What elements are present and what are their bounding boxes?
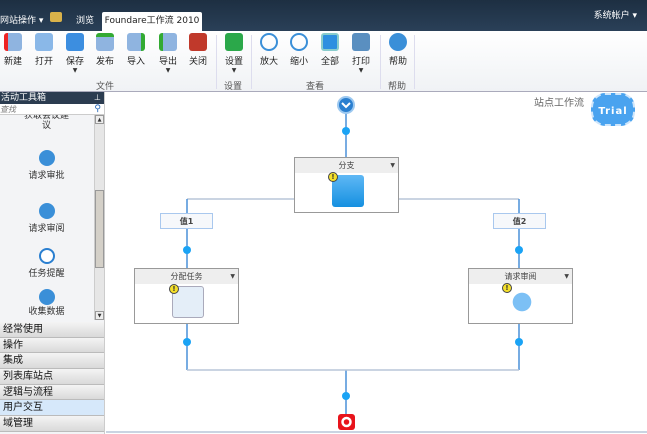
help-button[interactable]: 帮助 — [383, 33, 413, 67]
node-branch[interactable]: 分支▼ ! — [294, 157, 399, 213]
group-view: 查看 — [306, 82, 325, 92]
settings-button[interactable]: 设置▼ — [219, 33, 249, 74]
collect-data-icon — [38, 289, 55, 305]
scroll-up-icon[interactable]: ▲ — [95, 115, 104, 124]
zoom-in-button[interactable]: 放大 — [254, 33, 284, 67]
category-domain-management[interactable]: 域管理 — [0, 416, 104, 432]
category-list: 经常使用 操作 集成 列表库站点 逻辑与流程 用户交互 域管理 — [0, 322, 104, 432]
help-icon — [389, 33, 407, 51]
connection-dots — [183, 127, 523, 400]
connector — [186, 199, 520, 414]
warning-icon: ! — [502, 283, 512, 293]
divider — [251, 35, 252, 89]
activity-toolbox: 活动工具箱⊥ ⚲ 获取会议建议 请求审批 请求审阅 任务提醒 收集数据 ▲ ▼ … — [0, 92, 105, 434]
node-menu-caret[interactable]: ▼ — [564, 273, 569, 280]
tool-collect-data[interactable]: 收集数据 — [0, 289, 93, 317]
stopwatch-icon — [38, 248, 55, 264]
print-button[interactable]: 打印▼ — [346, 33, 376, 74]
request-review-icon: ! — [502, 283, 538, 318]
close-button[interactable]: 关闭 — [183, 33, 213, 67]
export-icon — [159, 33, 177, 51]
open-button[interactable]: 打开 — [29, 33, 59, 67]
scroll-down-icon[interactable]: ▼ — [95, 311, 104, 320]
connection-dot — [515, 338, 523, 346]
tool-task-reminder[interactable]: 任务提醒 — [0, 248, 93, 279]
fit-all-icon — [321, 33, 339, 51]
divider — [380, 35, 381, 89]
chevron-down-icon — [341, 102, 351, 109]
import-icon — [127, 33, 145, 51]
site-workflow-label: 站点工作流 — [534, 98, 584, 109]
group-help: 帮助 — [388, 82, 407, 92]
open-folder-icon — [35, 33, 53, 51]
tool-request-approval[interactable]: 请求审批 — [0, 150, 93, 181]
close-icon — [189, 33, 207, 51]
category-user-interaction[interactable]: 用户交互 — [0, 400, 104, 417]
search-input[interactable] — [0, 104, 85, 114]
category-list-library-site[interactable]: 列表库站点 — [0, 369, 104, 385]
category-frequently-used[interactable]: 经常使用 — [0, 322, 104, 338]
connection-dot — [342, 127, 350, 135]
publish-icon — [96, 33, 114, 51]
branch-icon: ! — [328, 172, 364, 207]
scroll-thumb[interactable] — [95, 190, 104, 268]
toolbox-scrollbar[interactable]: ▲ ▼ — [94, 115, 104, 320]
warning-icon: ! — [169, 284, 179, 294]
end-icon — [338, 414, 355, 430]
start-icon — [337, 96, 355, 114]
save-button[interactable]: 保存▼ — [60, 33, 90, 74]
workflow-canvas[interactable] — [106, 92, 647, 434]
branch-label-value2[interactable]: 值2 — [493, 213, 546, 229]
ribbon: 新建 打开 保存▼ 发布 导入 导出▼ 关闭 设置▼ 放大 缩小 全部 打印▼ … — [0, 31, 647, 92]
node-menu-caret[interactable]: ▼ — [230, 273, 235, 280]
connection-dot — [515, 246, 523, 254]
new-button[interactable]: 新建 — [0, 33, 28, 67]
tab-browse[interactable]: 浏览 — [76, 16, 95, 26]
end-icon-ring — [341, 416, 352, 428]
tab-foundare-workflow[interactable]: Foundare工作流 2010 — [102, 12, 202, 31]
top-bar: 网站操作 ▾ 浏览 Foundare工作流 2010 系统帐户 ▾ — [0, 0, 647, 31]
assign-task-icon: ! — [169, 284, 204, 318]
connection-dot — [342, 392, 350, 400]
fit-all-button[interactable]: 全部 — [315, 33, 345, 67]
group-settings: 设置 — [224, 82, 243, 92]
tool-request-review[interactable]: 请求审阅 — [0, 203, 93, 234]
search-icon[interactable]: ⚲ — [94, 104, 101, 114]
new-icon — [4, 33, 22, 51]
category-actions[interactable]: 操作 — [0, 337, 104, 354]
tool-get-meeting-suggestions[interactable]: 获取会议建议 — [23, 115, 69, 131]
site-actions-menu[interactable]: 网站操作 ▾ — [0, 16, 44, 26]
import-button[interactable]: 导入 — [121, 33, 151, 67]
save-icon — [66, 33, 84, 51]
node-request-review[interactable]: 请求审阅▼ ! — [468, 268, 573, 324]
group-file: 文件 — [96, 82, 115, 92]
zoom-out-button[interactable]: 缩小 — [284, 33, 314, 67]
print-icon — [352, 33, 370, 51]
trial-badge: Trial — [591, 93, 635, 126]
navigate-up-icon[interactable] — [50, 12, 62, 22]
connection-dot — [183, 246, 191, 254]
category-integration[interactable]: 集成 — [0, 353, 104, 370]
zoom-out-icon — [290, 33, 308, 51]
divider — [414, 35, 415, 89]
account-menu[interactable]: 系统帐户 ▾ — [593, 11, 637, 21]
zoom-in-icon — [260, 33, 278, 51]
review-icon — [38, 203, 55, 219]
export-button[interactable]: 导出▼ — [153, 33, 183, 74]
branch-label-value1[interactable]: 值1 — [160, 213, 213, 229]
toolbox-search: ⚲ — [0, 104, 104, 115]
tool-list: 获取会议建议 请求审批 请求审阅 任务提醒 收集数据 — [0, 115, 93, 320]
node-assign-task[interactable]: 分配任务▼ ! — [134, 268, 239, 324]
toolbox-title: 活动工具箱⊥ — [0, 92, 104, 104]
connection-dot — [183, 338, 191, 346]
publish-button[interactable]: 发布 — [90, 33, 120, 67]
divider — [216, 35, 217, 89]
warning-icon: ! — [328, 172, 338, 182]
node-menu-caret[interactable]: ▼ — [390, 162, 395, 169]
pin-icon[interactable]: ⊥ — [94, 93, 101, 102]
category-logic-flow[interactable]: 逻辑与流程 — [0, 384, 104, 401]
settings-icon — [225, 33, 243, 51]
approval-icon — [38, 150, 55, 166]
